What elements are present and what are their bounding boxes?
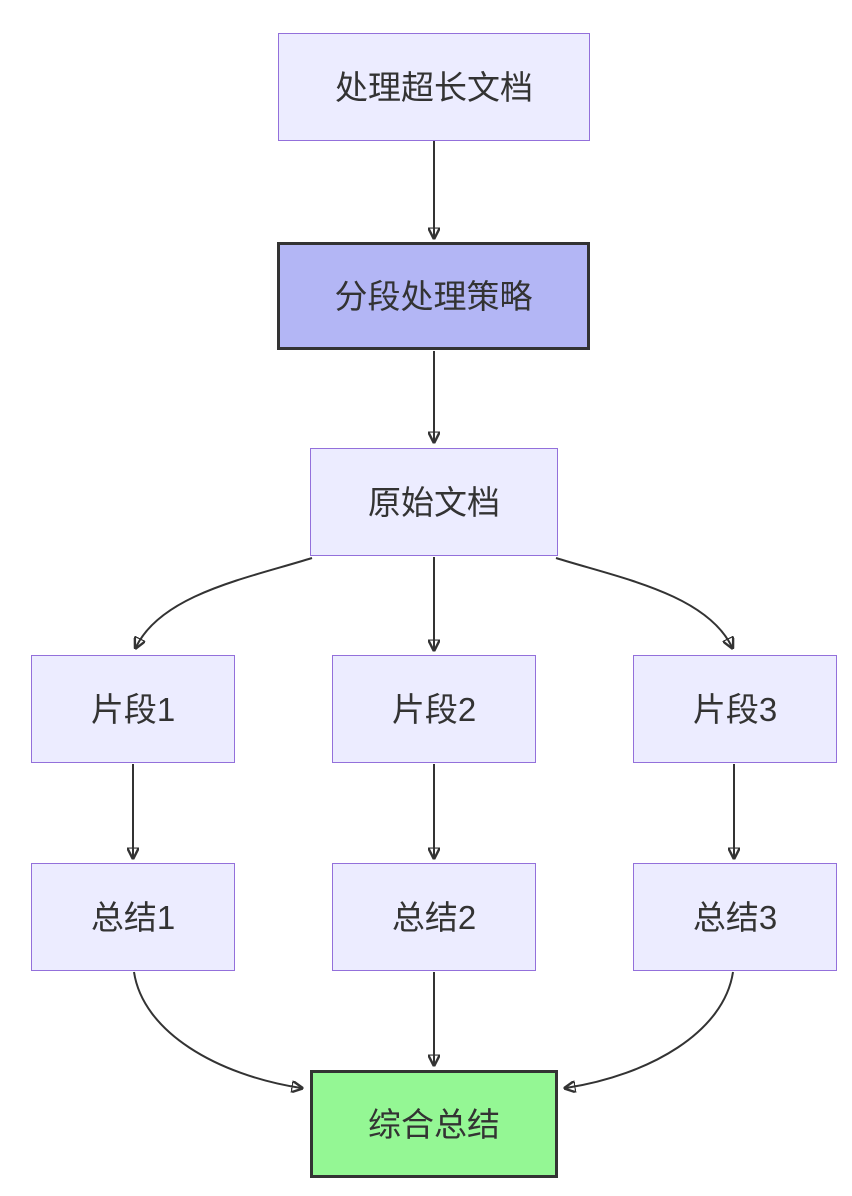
edge-original-to-fragment-1	[136, 557, 313, 647]
node-segment-strategy: 分段处理策略	[277, 242, 590, 350]
node-fragment-3: 片段3	[633, 655, 837, 763]
node-fragment-2: 片段2	[332, 655, 536, 763]
node-original-doc: 原始文档	[310, 448, 558, 556]
node-summary-2: 总结2	[332, 863, 536, 971]
node-process-long-doc: 处理超长文档	[278, 33, 590, 141]
node-final-summary: 综合总结	[310, 1070, 558, 1178]
node-summary-1: 总结1	[31, 863, 235, 971]
node-summary-3: 总结3	[633, 863, 837, 971]
edge-summary-1-to-final	[133, 971, 301, 1088]
edge-original-to-fragment-3	[555, 557, 732, 647]
edge-summary-3-to-final	[566, 971, 734, 1088]
node-fragment-1: 片段1	[31, 655, 235, 763]
